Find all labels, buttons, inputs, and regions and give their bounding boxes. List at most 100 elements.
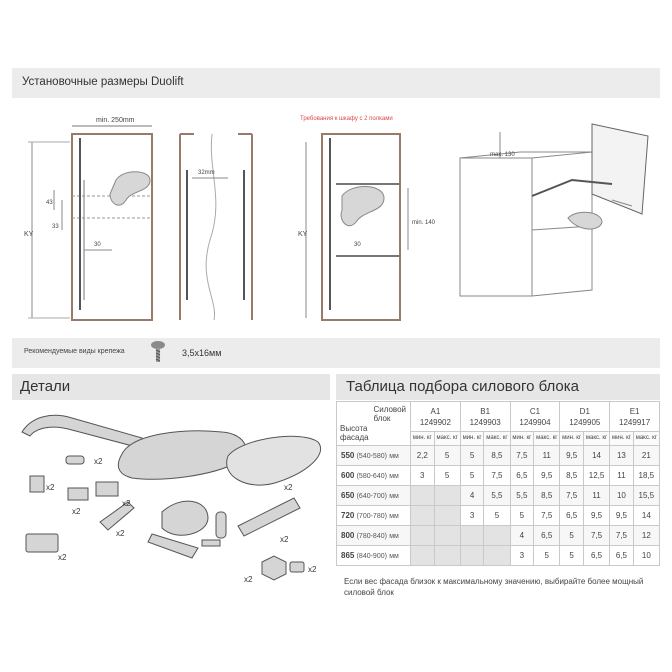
qty-label: x2 bbox=[122, 499, 131, 508]
table-header: Таблица подбора силового блока bbox=[336, 374, 660, 400]
qty-label: x2 bbox=[94, 457, 103, 466]
table-cell: 5 bbox=[433, 465, 461, 486]
qty-label: x2 bbox=[46, 483, 55, 492]
table-cell: 6,5 bbox=[509, 465, 535, 486]
table-cell bbox=[433, 525, 461, 546]
table-cell: 8,5 bbox=[559, 465, 584, 486]
table-cell: 4 bbox=[509, 525, 535, 546]
table-note: Если вес фасада близок к максимальному з… bbox=[344, 577, 644, 597]
details-svg: x2 x2 x2 x2 x2 x2 x2 x2 x2 x2 bbox=[21, 414, 321, 584]
table-cell: 5,5 bbox=[483, 485, 511, 506]
table-cell: 7,5 bbox=[559, 485, 584, 506]
details-illustration: x2 x2 x2 x2 x2 x2 x2 x2 x2 x2 bbox=[12, 402, 330, 602]
qty-label: x2 bbox=[284, 483, 293, 492]
details-header: Детали bbox=[12, 374, 330, 400]
table-cell bbox=[410, 485, 435, 506]
dim-43-label: 43 bbox=[46, 200, 53, 206]
screw-size: 3,5x16мм bbox=[182, 348, 222, 358]
qty-label: x2 bbox=[244, 575, 253, 584]
table-cell: 9,5 bbox=[609, 505, 634, 526]
table-cell: 21 bbox=[632, 445, 661, 466]
table-cell: 3 bbox=[459, 505, 485, 526]
ky-label-a: KY bbox=[24, 231, 34, 238]
dimensions-title: Установочные размеры Duolift bbox=[22, 76, 184, 88]
table-cell: 7,5 bbox=[509, 445, 535, 466]
table-cell: 14 bbox=[632, 505, 661, 526]
row-height-cell: 650 (640-700) мм bbox=[336, 485, 411, 506]
table-cell: 6,5 bbox=[582, 545, 611, 566]
ky-label-b: KY bbox=[298, 231, 308, 238]
table-cell: 15,5 bbox=[632, 485, 661, 506]
dim-33-label: 33 bbox=[52, 224, 59, 230]
table-cell: 7,5 bbox=[582, 525, 611, 546]
table-cell bbox=[483, 525, 511, 546]
table-cell: 8,5 bbox=[533, 485, 561, 506]
table-cell: 6,5 bbox=[559, 505, 584, 526]
table-cell: 18,5 bbox=[632, 465, 661, 486]
table-cell: 11 bbox=[609, 465, 634, 486]
table-cell bbox=[459, 525, 485, 546]
table-cell: 3 bbox=[410, 465, 435, 486]
table-cell bbox=[459, 545, 485, 566]
table-cell: 12,5 bbox=[582, 465, 611, 486]
table-cell bbox=[433, 545, 461, 566]
screw-icon bbox=[151, 341, 165, 362]
table-cell: 6,5 bbox=[533, 525, 561, 546]
table-cell: 11 bbox=[582, 485, 611, 506]
table-cell: 5 bbox=[433, 445, 461, 466]
table-cell: 5 bbox=[533, 545, 561, 566]
table-cell: 6,5 bbox=[609, 545, 634, 566]
shelf-requirement-label: Требования к шкафу с 2 полками bbox=[300, 116, 393, 122]
mounting-band: Рекомендуемые виды крепежа 3,5x16мм bbox=[12, 338, 660, 368]
table-cell: 5,5 bbox=[509, 485, 535, 506]
table-cell bbox=[433, 485, 461, 506]
qty-label: x2 bbox=[72, 507, 81, 516]
row-height-cell: 600 (580-640) мм bbox=[336, 465, 411, 486]
table-cell bbox=[483, 545, 511, 566]
max-130-label: max. 130 bbox=[490, 152, 515, 158]
table-cell bbox=[410, 545, 435, 566]
table-cell: 5 bbox=[559, 545, 584, 566]
row-height-cell: 720 (700-780) мм bbox=[336, 505, 411, 526]
table-cell: 11 bbox=[533, 445, 561, 466]
row-height-cell: 865 (840-900) мм bbox=[336, 545, 411, 566]
table-cell: 8,5 bbox=[483, 445, 511, 466]
table-cell: 5 bbox=[459, 445, 485, 466]
table-cell bbox=[410, 525, 435, 546]
table-cell: 5 bbox=[459, 465, 485, 486]
table-cell: 5 bbox=[483, 505, 511, 526]
min-140-label: min. 140 bbox=[412, 220, 436, 226]
table-cell: 7,5 bbox=[533, 505, 561, 526]
details-title: Детали bbox=[20, 378, 71, 395]
drawings-svg: min. 250mm Требования к шкафу с 2 полкам… bbox=[24, 116, 649, 321]
mounting-label: Рекомендуемые виды крепежа bbox=[24, 348, 125, 355]
table-cell: 13 bbox=[609, 445, 634, 466]
dim-32-label: 32mm bbox=[198, 170, 215, 176]
min-width-label: min. 250mm bbox=[96, 117, 135, 124]
dim-30-label-b: 30 bbox=[354, 242, 361, 248]
dimensions-title-band: Установочные размеры Duolift bbox=[12, 68, 660, 98]
table-cell: 3 bbox=[509, 545, 535, 566]
table-cell: 10 bbox=[632, 545, 661, 566]
table-cell: 7,5 bbox=[483, 465, 511, 486]
table-cell: 9,5 bbox=[559, 445, 584, 466]
table-cell: 4 bbox=[459, 485, 485, 506]
dim-30-label-a: 30 bbox=[94, 242, 101, 248]
table-cell: 14 bbox=[582, 445, 611, 466]
qty-label: x2 bbox=[280, 535, 289, 544]
table-cell: 12 bbox=[632, 525, 661, 546]
table-cell: 7,5 bbox=[609, 525, 634, 546]
table-cell: 9,5 bbox=[533, 465, 561, 486]
